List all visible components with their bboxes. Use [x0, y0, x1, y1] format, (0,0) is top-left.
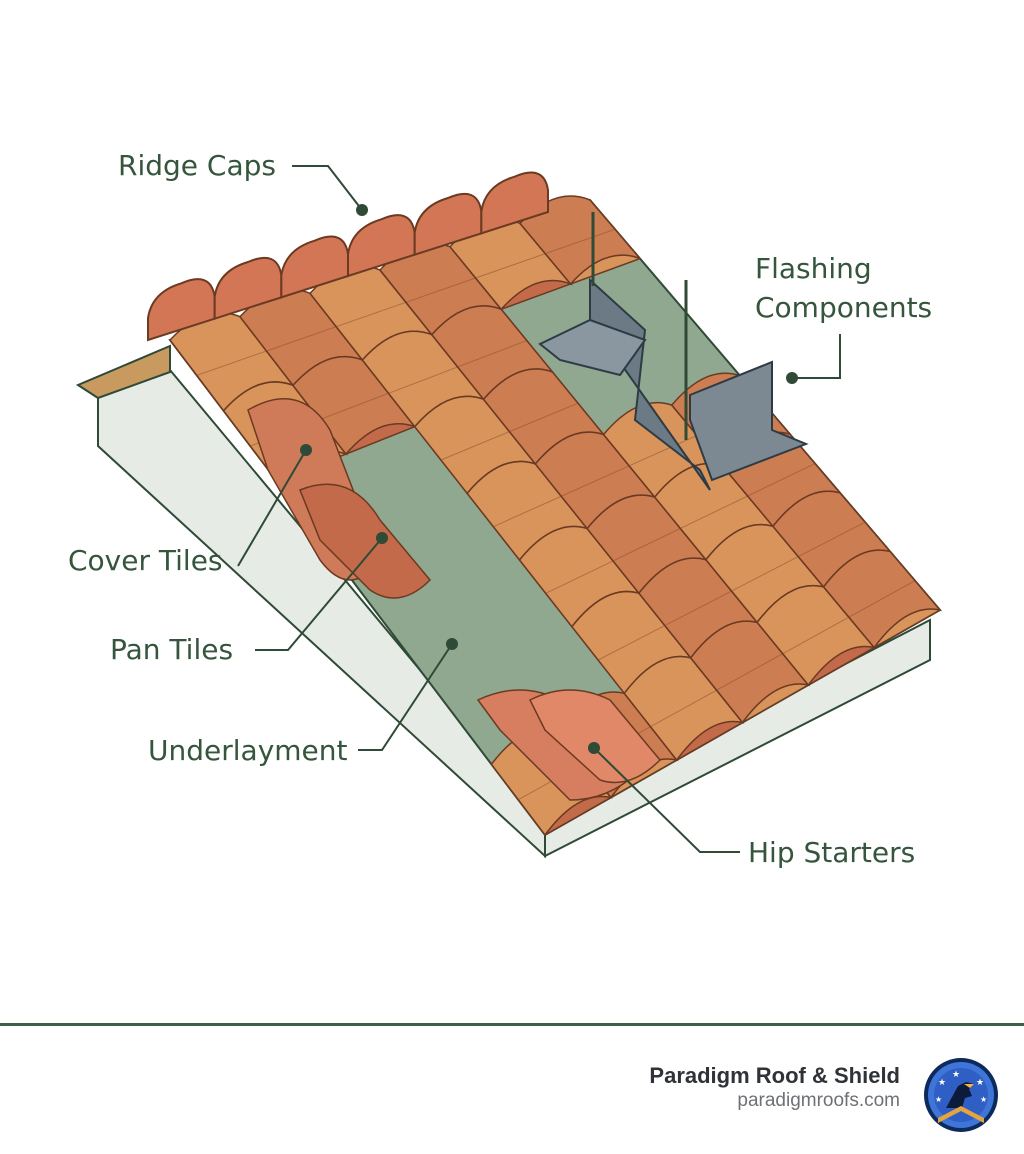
tile-seam	[493, 495, 562, 528]
ridge-cap	[480, 171, 549, 235]
roof-diagram: Ridge Caps Flashing Components Cover Til…	[68, 149, 943, 869]
tile-seam	[731, 556, 799, 592]
pan-tiles-callout: Pan Tiles	[110, 532, 388, 666]
ridge-cap	[213, 256, 283, 321]
tile-seam	[545, 560, 614, 594]
tile-seam	[561, 465, 630, 497]
cover-tiles-callout: Cover Tiles	[68, 444, 312, 577]
flashing-components-label-line2: Components	[755, 291, 932, 324]
ridge-cap	[147, 278, 216, 342]
company-name: Paradigm Roof & Shield	[649, 1063, 900, 1088]
cover-tiles-leader	[237, 449, 307, 567]
tile-seam	[545, 228, 616, 255]
hip-starters-leader	[593, 747, 740, 853]
tile-seam	[440, 431, 510, 461]
flashing-components-callout: Flashing Components	[755, 252, 932, 384]
cover-tiles-dot	[300, 444, 312, 456]
flashing-components-dot	[786, 372, 798, 384]
svg-text:★: ★	[952, 1070, 960, 1080]
tile-seam	[196, 350, 267, 376]
tile-seam	[798, 521, 866, 558]
tile-seam	[475, 253, 546, 279]
tile-seam	[336, 301, 407, 328]
ridge-caps-dot	[356, 204, 368, 216]
tile-seam	[747, 463, 816, 497]
tile-seam	[388, 366, 458, 394]
underlayment-leader	[358, 643, 453, 751]
eave-edge	[75, 344, 171, 400]
hip-starters-callout: Hip Starters	[588, 742, 915, 869]
tile-seam	[597, 625, 666, 661]
brand-block: Paradigm Roof & Shield paradigmroofs.com	[649, 1062, 900, 1112]
tile-seam	[319, 392, 389, 421]
tile-seam	[266, 326, 337, 352]
company-url: paradigmroofs.com	[737, 1090, 900, 1111]
ridge-caps-label: Ridge Caps	[118, 149, 276, 182]
roof-illustration	[75, 171, 943, 859]
tile-seam	[848, 580, 916, 618]
hip-starters-label: Hip Starters	[748, 836, 915, 869]
tile-seam	[405, 277, 476, 303]
pan-tiles-leader	[255, 537, 383, 651]
ridge-cap	[280, 235, 349, 299]
flashing-base-left	[538, 318, 647, 377]
hip-starter-tile-2	[528, 689, 662, 784]
underlayment-callout: Underlayment	[148, 638, 458, 767]
ridge-cap	[347, 214, 416, 278]
pan-tiles-label: Pan Tiles	[110, 633, 233, 666]
ridge-caps-leader	[292, 165, 363, 211]
eagle-shield-logo-icon: ★ ★ ★ ★ ★	[924, 1058, 998, 1132]
svg-text:★: ★	[980, 1095, 987, 1104]
tile-seam	[716, 653, 783, 691]
underlayment-dot	[446, 638, 458, 650]
tile-seam	[457, 340, 527, 368]
tile-seam	[509, 402, 579, 433]
flashing-base-right	[689, 360, 809, 482]
cover-tiles-label: Cover Tiles	[68, 544, 223, 577]
tile-seam	[612, 528, 681, 562]
tile-seam	[650, 689, 717, 728]
tile-seam	[628, 434, 698, 467]
pan-tiles-dot	[376, 532, 388, 544]
hip-starters-dot	[588, 742, 600, 754]
exposed-pan-tile	[299, 483, 432, 599]
underlayment-label: Underlayment	[148, 734, 348, 767]
flashing-components-leader	[792, 334, 841, 379]
ridge-caps-callout: Ridge Caps	[118, 149, 368, 216]
svg-text:★: ★	[976, 1078, 984, 1088]
tile-seam	[680, 495, 748, 529]
ridge-cap	[413, 192, 483, 257]
flashing-components-label-line1: Flashing	[755, 252, 872, 285]
svg-text:★: ★	[935, 1095, 942, 1104]
tile-seam	[664, 590, 732, 626]
svg-text:★: ★	[938, 1078, 946, 1088]
footer-divider	[0, 1023, 1024, 1026]
tile-seam	[782, 616, 850, 655]
